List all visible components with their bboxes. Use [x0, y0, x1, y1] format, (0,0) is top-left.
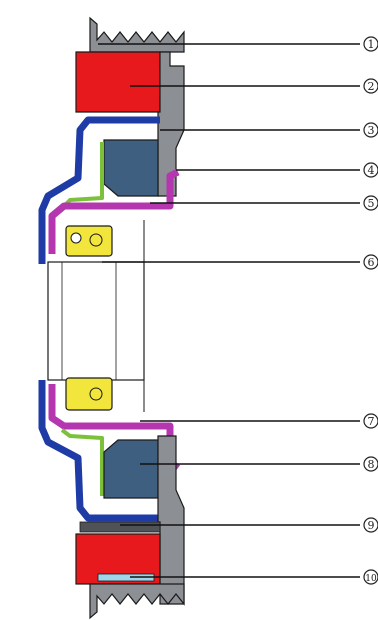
- callout-6: 6: [363, 254, 378, 270]
- callout-label-9: 9: [368, 519, 375, 532]
- spring-strip-bottom: [60, 428, 104, 496]
- callout-3: 3: [363, 122, 378, 138]
- bearing-ball-bottom: [89, 387, 103, 401]
- callout-8: 8: [363, 456, 378, 472]
- magnet-body-top: [103, 139, 159, 197]
- shell-contour-top: [38, 116, 160, 264]
- callout-label-4: 4: [368, 164, 375, 177]
- magnet-body-bottom: [103, 439, 159, 499]
- housing-wall-bottom: [157, 435, 185, 605]
- callout-label-7: 7: [368, 415, 375, 428]
- pulley-rim-top: [89, 16, 185, 53]
- callout-4: 4: [363, 162, 378, 178]
- callout-label-1: 1: [368, 38, 375, 51]
- callout-label-3: 3: [368, 124, 375, 137]
- shell-contour-bottom: [38, 380, 160, 522]
- bearing-bottom: [65, 377, 113, 411]
- bearing-ball-top: [70, 232, 82, 244]
- callout-label-6: 6: [368, 256, 375, 269]
- callout-1: 1: [363, 36, 378, 52]
- callout-label-5: 5: [368, 197, 375, 210]
- pulley-rim-bottom: [89, 583, 185, 620]
- callout-label-10: 10: [365, 574, 377, 584]
- callout-10: 10: [363, 569, 378, 585]
- callout-9: 9: [363, 517, 378, 533]
- armature-plate-top: [48, 168, 180, 254]
- callout-7: 7: [363, 413, 378, 429]
- callout-2: 2: [363, 78, 378, 94]
- housing-wall-top: [157, 51, 185, 197]
- housing-base-bottom: [79, 521, 161, 533]
- callout-label-2: 2: [368, 80, 375, 93]
- shaft-bore: [47, 261, 145, 381]
- callout-5: 5: [363, 195, 378, 211]
- bearing-ball-top-b: [89, 233, 103, 247]
- callout-label-8: 8: [368, 458, 375, 471]
